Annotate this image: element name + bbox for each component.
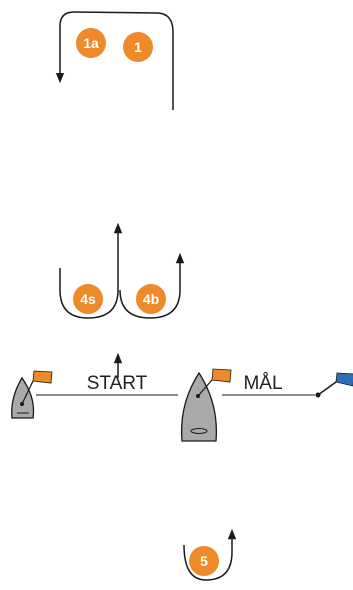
mark-label-4b: 4b xyxy=(143,291,159,307)
boat-mast xyxy=(197,379,213,397)
start-line: START xyxy=(36,373,178,396)
boat-mast xyxy=(21,380,34,405)
sailboat-icon xyxy=(180,371,218,442)
orange-flag-icon xyxy=(32,370,53,384)
buoy-icon xyxy=(73,284,103,314)
boat-rudder xyxy=(190,428,208,434)
finish-label: MÅL xyxy=(243,373,282,394)
mark-4s: 4s xyxy=(73,284,103,314)
mark-5: 5 xyxy=(189,546,219,576)
committee-boat-center xyxy=(180,368,232,442)
mark-label-4s: 4s xyxy=(80,291,96,307)
course-top: 1a 1 xyxy=(55,11,174,110)
boat-mast-base xyxy=(20,402,24,406)
rounding-path-4-right xyxy=(119,252,185,319)
rounding-path-1 xyxy=(55,11,174,110)
buoy-icon xyxy=(136,284,166,314)
mark-1: 1 xyxy=(123,32,153,62)
blue-flag-icon xyxy=(335,372,353,387)
buoy-icon xyxy=(76,28,106,58)
orange-flag-icon xyxy=(211,368,232,383)
buoy-icon xyxy=(189,546,219,576)
rounding-path-4 xyxy=(59,222,123,319)
buoy-icon xyxy=(123,32,153,62)
pin-buoy xyxy=(315,392,321,398)
mark-label-1: 1 xyxy=(134,39,142,55)
sailboat-icon xyxy=(11,376,35,419)
course-bottom: 5 xyxy=(183,528,237,581)
start-label: START xyxy=(87,373,148,394)
mark-label-1a: 1a xyxy=(83,35,99,51)
mark-label-5: 5 xyxy=(200,553,208,569)
mark-4b: 4b xyxy=(136,284,166,314)
finish-pin xyxy=(315,372,353,398)
flag-pole xyxy=(317,381,337,396)
finish-line: MÅL xyxy=(222,373,315,396)
committee-boat-left xyxy=(11,370,53,419)
mark-1a: 1a xyxy=(76,28,106,58)
course-gate: 4s 4b xyxy=(59,222,185,319)
rounding-path-5 xyxy=(183,528,237,581)
boat-mast-base xyxy=(196,394,200,398)
